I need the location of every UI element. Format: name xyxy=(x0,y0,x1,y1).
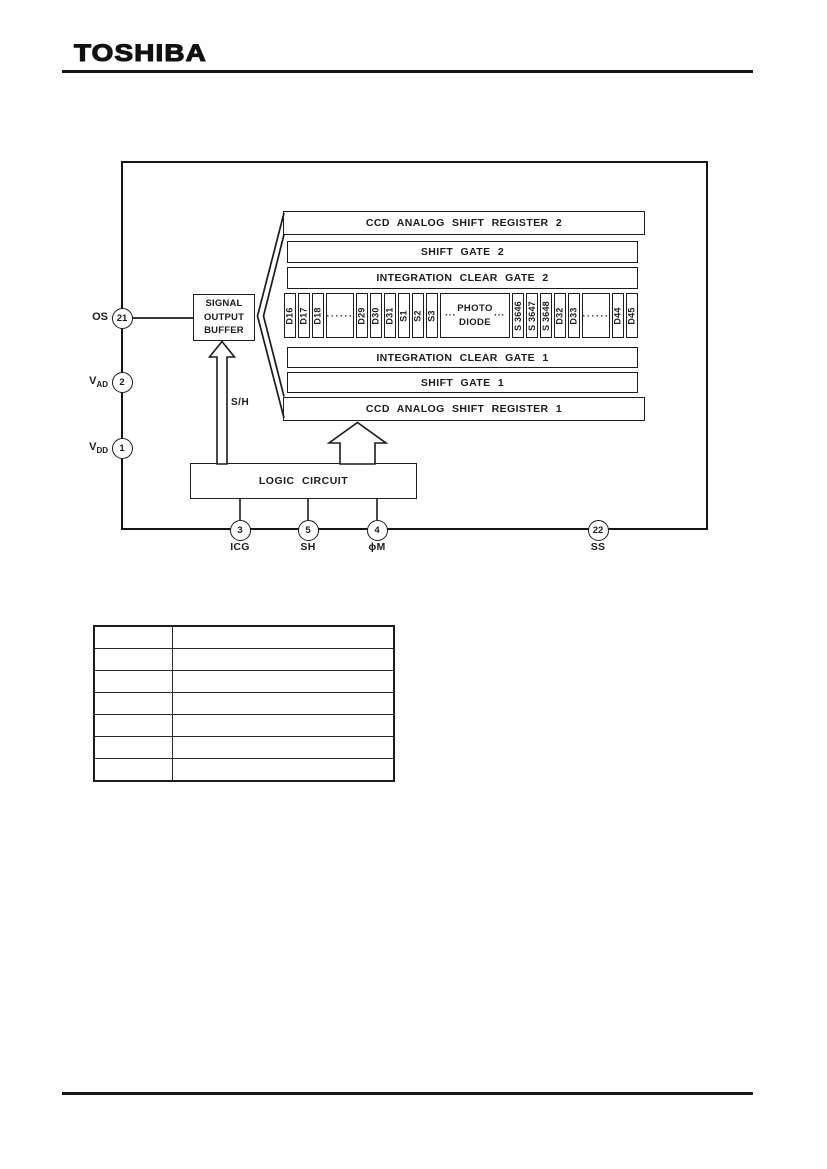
pin-label-sh: SH xyxy=(300,541,316,553)
bar-ccd-analog-shift-register-1: CCD ANALOG SHIFT REGISTER 1 xyxy=(283,397,645,421)
sensor-cell-label: D31 xyxy=(385,306,395,325)
bar-shift-gate-2: SHIFT GATE 2 xyxy=(287,241,638,263)
table-cell xyxy=(173,737,393,758)
table-cell xyxy=(95,715,173,736)
sensor-cell-label: D44 xyxy=(613,306,623,325)
sensor-cell-label: S2 xyxy=(413,309,424,322)
sensor-cell-label: D29 xyxy=(357,306,367,325)
bar-integration-clear-gate-2: INTEGRATION CLEAR GATE 2 xyxy=(287,267,638,289)
pin-circle-21-os: 21 xyxy=(111,307,133,329)
sensor-cell: S 3647 xyxy=(526,293,538,338)
buffer-label-line1: SIGNAL xyxy=(205,298,243,310)
pin-circle-5-sh: 5 xyxy=(297,519,319,541)
pin-label-ss: SS xyxy=(590,541,606,553)
buffer-label-line3: BUFFER xyxy=(204,325,244,337)
bar-shift-gate-1: SHIFT GATE 1 xyxy=(287,372,638,393)
photo-diode-label: PHOTO DIODE xyxy=(457,302,493,329)
table-row xyxy=(95,692,393,714)
table-row xyxy=(95,627,393,648)
sensor-cell-label: D17 xyxy=(299,306,309,325)
photo-diode-dots-left: ··· xyxy=(445,310,456,321)
table-cell xyxy=(95,649,173,670)
table-cell xyxy=(95,759,173,780)
table-cell xyxy=(95,627,173,648)
footer-rule xyxy=(62,1092,753,1095)
pin-label-vad-sub: AD xyxy=(96,380,108,390)
sensor-cell: D31 xyxy=(384,293,396,338)
sensor-cell: D32 xyxy=(554,293,566,338)
table-cell xyxy=(173,759,393,780)
header-rule xyxy=(62,70,753,73)
sensor-cell-label: S1 xyxy=(399,309,410,322)
pin-label-phim: ϕM xyxy=(368,541,386,553)
sensor-cell: D29 xyxy=(356,293,368,338)
sensor-cell: S2 xyxy=(412,293,424,338)
photodiode-row: D16 D17 D18 ······ D29 D30 D31 S1 S2 S3 … xyxy=(284,293,638,338)
table-cell xyxy=(173,693,393,714)
sensor-cell-label: S 3646 xyxy=(513,300,524,331)
buffer-label-line2: OUTPUT xyxy=(203,311,245,323)
sensor-cell: S3 xyxy=(426,293,438,338)
pin-label-vdd-sub: DD xyxy=(96,446,108,456)
pin-label-icg: ICG xyxy=(230,541,250,553)
sensor-cell-label: D33 xyxy=(569,306,579,325)
pin-circle-4-phim: 4 xyxy=(366,519,388,541)
pin-circle-22-ss: 22 xyxy=(587,519,609,541)
table-cell xyxy=(173,715,393,736)
sensor-cell-label: D30 xyxy=(371,306,381,325)
pin-label-vad: VAD xyxy=(76,375,108,389)
pin-circle-3-icg: 3 xyxy=(229,519,251,541)
bar-integration-clear-gate-1: INTEGRATION CLEAR GATE 1 xyxy=(287,347,638,368)
sensor-cell: D33 xyxy=(568,293,580,338)
photo-diode-cell: ··· PHOTO DIODE ··· xyxy=(440,293,510,338)
pin-label-vdd-text: V xyxy=(89,441,97,453)
sensor-cell: D16 xyxy=(284,293,296,338)
bar-ccd-analog-shift-register-2: CCD ANALOG SHIFT REGISTER 2 xyxy=(283,211,645,235)
sh-signal-label: S/H xyxy=(231,397,250,408)
table-row xyxy=(95,670,393,692)
sensor-cell-label: S 3648 xyxy=(541,300,552,331)
toshiba-logo: TOSHIBA xyxy=(73,39,207,67)
sensor-cell-ellipsis: ······ xyxy=(326,293,354,338)
sensor-cell-label: D16 xyxy=(285,306,295,325)
sensor-cell: D45 xyxy=(626,293,638,338)
logic-circuit-box: LOGIC CIRCUIT xyxy=(190,463,417,499)
sensor-cell-ellipsis: ······ xyxy=(582,293,610,338)
signal-output-buffer-box: SIGNAL OUTPUT BUFFER xyxy=(193,294,255,341)
table-cell xyxy=(173,627,393,648)
sensor-cell: D44 xyxy=(612,293,624,338)
photo-diode-label-line1: PHOTO xyxy=(457,303,493,315)
pin-circle-2-vad: 2 xyxy=(111,371,133,393)
spec-table xyxy=(93,625,395,782)
sensor-cell-label: D45 xyxy=(627,306,637,325)
sensor-cell-label: D32 xyxy=(555,306,565,325)
table-row xyxy=(95,736,393,758)
table-row xyxy=(95,648,393,670)
sensor-cell-label: D18 xyxy=(313,306,323,325)
pin-label-os-text: OS xyxy=(92,311,108,323)
table-row xyxy=(95,714,393,736)
pin-label-vad-text: V xyxy=(89,375,97,387)
sensor-cell: D30 xyxy=(370,293,382,338)
table-cell xyxy=(95,737,173,758)
sensor-cell: S 3646 xyxy=(512,293,524,338)
table-cell xyxy=(95,693,173,714)
photo-diode-label-line2: DIODE xyxy=(458,316,492,328)
pin-label-os: OS xyxy=(76,311,108,325)
table-row xyxy=(95,758,393,780)
table-cell xyxy=(173,649,393,670)
sensor-cell: S1 xyxy=(398,293,410,338)
sensor-cell: D18 xyxy=(312,293,324,338)
table-cell xyxy=(173,671,393,692)
pin-circle-1-vdd: 1 xyxy=(111,437,133,459)
table-cell xyxy=(95,671,173,692)
pin-label-vdd: VDD xyxy=(76,441,108,455)
sensor-cell: S 3648 xyxy=(540,293,552,338)
sensor-cell-label: S 3647 xyxy=(527,300,538,331)
sensor-cell-label: S3 xyxy=(427,309,438,322)
sensor-cell: D17 xyxy=(298,293,310,338)
photo-diode-dots-right: ··· xyxy=(493,310,505,321)
